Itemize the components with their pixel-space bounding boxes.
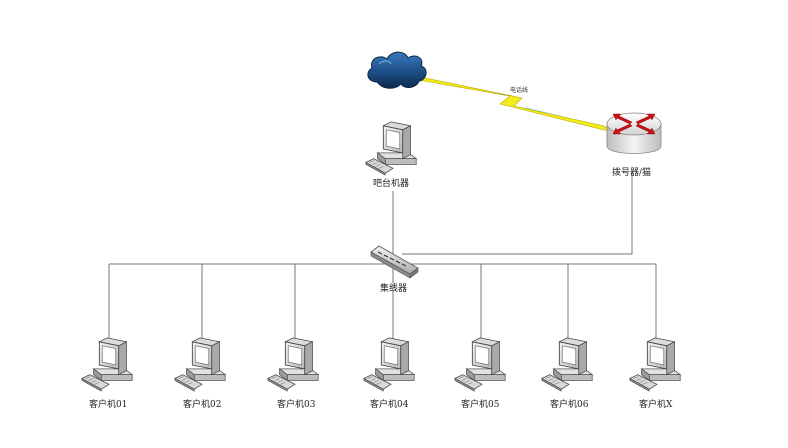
hub-label: 集线器: [380, 282, 407, 294]
client-computer: 客户机05: [454, 337, 506, 410]
client-label: 客户机06: [550, 398, 589, 410]
computer-icon: [363, 337, 415, 392]
router-icon: [606, 112, 662, 154]
computer-icon: [541, 337, 593, 392]
client-label: 客户机03: [277, 398, 316, 410]
computer-icon: [174, 337, 226, 392]
router-label: 拨号器/猫: [612, 166, 651, 178]
client-computer: 客户机02: [174, 337, 226, 410]
client-label: 客户机04: [370, 398, 409, 410]
client-label: 客户机01: [89, 398, 127, 410]
computer-icon: [267, 337, 319, 392]
client-label: 客户机05: [461, 398, 500, 410]
client-computer: 客户机04: [363, 337, 415, 410]
computer-icon: [365, 121, 417, 176]
client-label: 客户机02: [183, 398, 221, 410]
computer-icon: [629, 337, 681, 392]
client-computer: 客户机03: [267, 337, 319, 410]
hub-icon: [370, 245, 419, 279]
cloud-icon: [367, 51, 427, 89]
phone-line-label: 电话线: [510, 86, 528, 94]
lightning-icon: [417, 76, 613, 133]
console-label: 吧台机器: [373, 177, 409, 189]
client-label: 客户机X: [639, 398, 673, 410]
client-computer: 客户机06: [541, 337, 593, 410]
computer-icon: [454, 337, 506, 392]
phone-line: 电话线: [417, 76, 613, 133]
computer-icon: [81, 337, 133, 392]
client-list: 客户机01 客户机02 客户机03 客户机04 客户机05 客户机06 客户机X: [81, 337, 681, 410]
wires: [108, 170, 657, 348]
client-computer: 客户机X: [629, 337, 681, 410]
console-machine: 吧台机器: [365, 121, 417, 189]
client-computer: 客户机01: [81, 337, 133, 410]
